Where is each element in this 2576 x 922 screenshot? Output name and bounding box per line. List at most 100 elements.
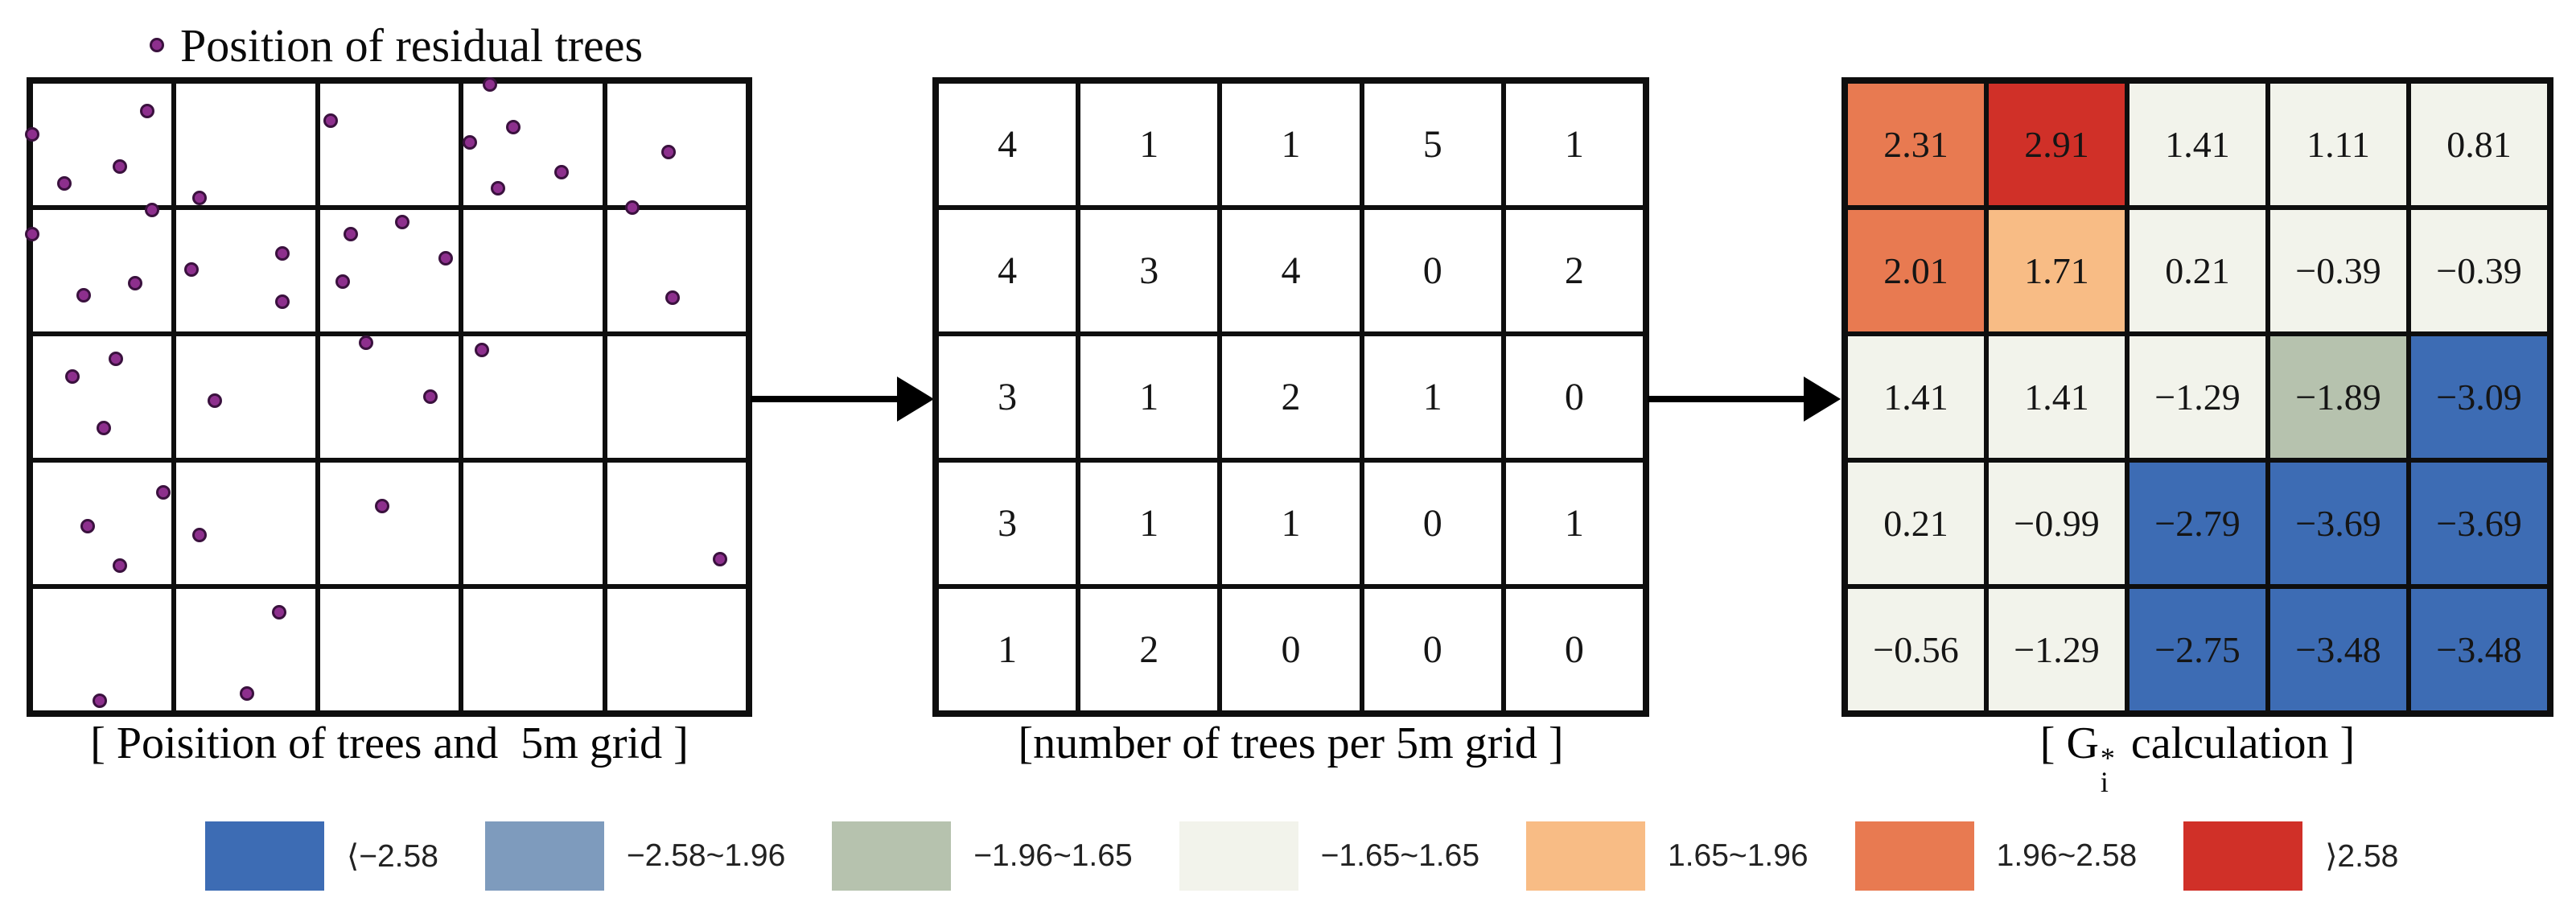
tree-dot-icon (150, 38, 164, 52)
tree-dot (183, 261, 199, 277)
arrow-right-head-icon (897, 377, 934, 422)
legend-item: −1.65~1.65 (1179, 821, 1479, 891)
count-cell: 2 (1503, 208, 1645, 334)
count-cell: 1 (1220, 460, 1362, 587)
tree-dot (96, 420, 111, 435)
tree-dot (438, 250, 454, 265)
legend-swatch (1526, 821, 1646, 891)
legend-swatch (1179, 821, 1298, 891)
tree-dot (375, 499, 390, 514)
tree-dot (80, 518, 96, 533)
gi-cell: −3.69 (2409, 460, 2549, 587)
scatter-legend: Position of residual trees (150, 11, 643, 79)
tree-dot (156, 485, 171, 500)
count-cell: 0 (1361, 460, 1504, 587)
legend-label: ⟩2.58 (2325, 838, 2399, 874)
gi-cell: −3.69 (2268, 460, 2409, 587)
grid-cell (461, 334, 605, 460)
grid-cell (31, 334, 175, 460)
grid-cell (174, 587, 318, 713)
gi-cell: −0.99 (1986, 460, 2127, 587)
tree-dot (92, 694, 107, 709)
count-cell: 1 (936, 587, 1079, 713)
count-cell: 5 (1361, 81, 1504, 208)
gi-cell: 1.41 (2127, 81, 2268, 208)
count-cell: 0 (1503, 587, 1645, 713)
legend-item: −2.58~1.96 (484, 821, 785, 891)
grid-cell (174, 460, 318, 587)
tree-dot (554, 165, 570, 180)
gi-cell: −2.75 (2127, 587, 2268, 713)
tree-dot (275, 294, 290, 309)
gi-suffix: calculation ] (2119, 718, 2356, 768)
gi-cell: 1.11 (2268, 81, 2409, 208)
grid-cell (461, 81, 605, 208)
gi-cell: −0.56 (1846, 587, 1986, 713)
tree-dot (24, 226, 39, 241)
tree-dot (128, 276, 143, 291)
tree-dot (112, 558, 127, 574)
gi-cell: −1.29 (2127, 334, 2268, 460)
count-cell: 3 (1078, 208, 1220, 334)
legend-swatch (205, 821, 324, 891)
arrow-right-icon (751, 396, 900, 402)
grid-cell (604, 460, 748, 587)
gi-cell: 2.31 (1846, 81, 1986, 208)
legend-item: 1.65~1.96 (1526, 821, 1809, 891)
count-cell: 0 (1503, 334, 1645, 460)
tree-dot (335, 274, 351, 289)
tree-dot (64, 368, 80, 384)
legend-item: ⟨−2.58 (205, 821, 438, 891)
count-cell: 1 (1078, 460, 1220, 587)
count-cell: 4 (1220, 208, 1362, 334)
gi-cell: 1.41 (1986, 334, 2127, 460)
arrow-right-head-icon (1804, 377, 1841, 422)
tree-dot (323, 113, 338, 128)
gi-cell: −3.48 (2268, 587, 2409, 713)
gi-cell: −0.39 (2409, 208, 2549, 334)
count-cell: 1 (1503, 81, 1645, 208)
tree-dot (56, 176, 72, 191)
gi-cell: 0.81 (2409, 81, 2549, 208)
grid-cell (317, 587, 462, 713)
count-cell: 4 (936, 208, 1079, 334)
tree-dot (490, 180, 505, 196)
gi-cell: −1.29 (1986, 587, 2127, 713)
legend-label: 1.65~1.96 (1668, 838, 1809, 873)
gi-cell: 1.41 (1846, 334, 1986, 460)
gi-cell: −0.39 (2268, 208, 2409, 334)
tree-dot (422, 389, 438, 404)
gi-sub-sup: *i (2100, 742, 2115, 796)
count-cell: 1 (1220, 81, 1362, 208)
tree-dot (240, 685, 255, 701)
legend-label: 1.96~2.58 (1996, 838, 2138, 873)
gi-superscript: * (2100, 742, 2115, 774)
tree-dot (275, 246, 290, 261)
gi-prefix: [ G (2039, 718, 2099, 768)
count-cell: 0 (1220, 587, 1362, 713)
gi-cell: 2.91 (1986, 81, 2127, 208)
tree-dot (208, 393, 223, 409)
left-grid (24, 76, 752, 717)
tree-dot (713, 552, 728, 567)
grid-cell (317, 81, 462, 208)
gi-cell: 0.21 (1846, 460, 1986, 587)
tree-dot (395, 215, 410, 230)
legend-swatch (1854, 821, 1974, 891)
count-cell: 2 (1078, 587, 1220, 713)
legend-label: −1.65~1.65 (1320, 838, 1480, 873)
count-cell: 3 (936, 460, 1079, 587)
gi-cell: −3.09 (2409, 334, 2549, 460)
count-cell: 2 (1220, 334, 1362, 460)
right-caption: [ G*i calculation ] (1841, 718, 2553, 796)
grid-cell (31, 460, 175, 587)
legend-item: 1.96~2.58 (1854, 821, 2138, 891)
count-cell: 0 (1361, 208, 1504, 334)
count-cell: 1 (1078, 81, 1220, 208)
tree-dot (665, 290, 681, 306)
grid-cell (174, 81, 318, 208)
grid-cell (461, 587, 605, 713)
grid-cell (604, 208, 748, 334)
